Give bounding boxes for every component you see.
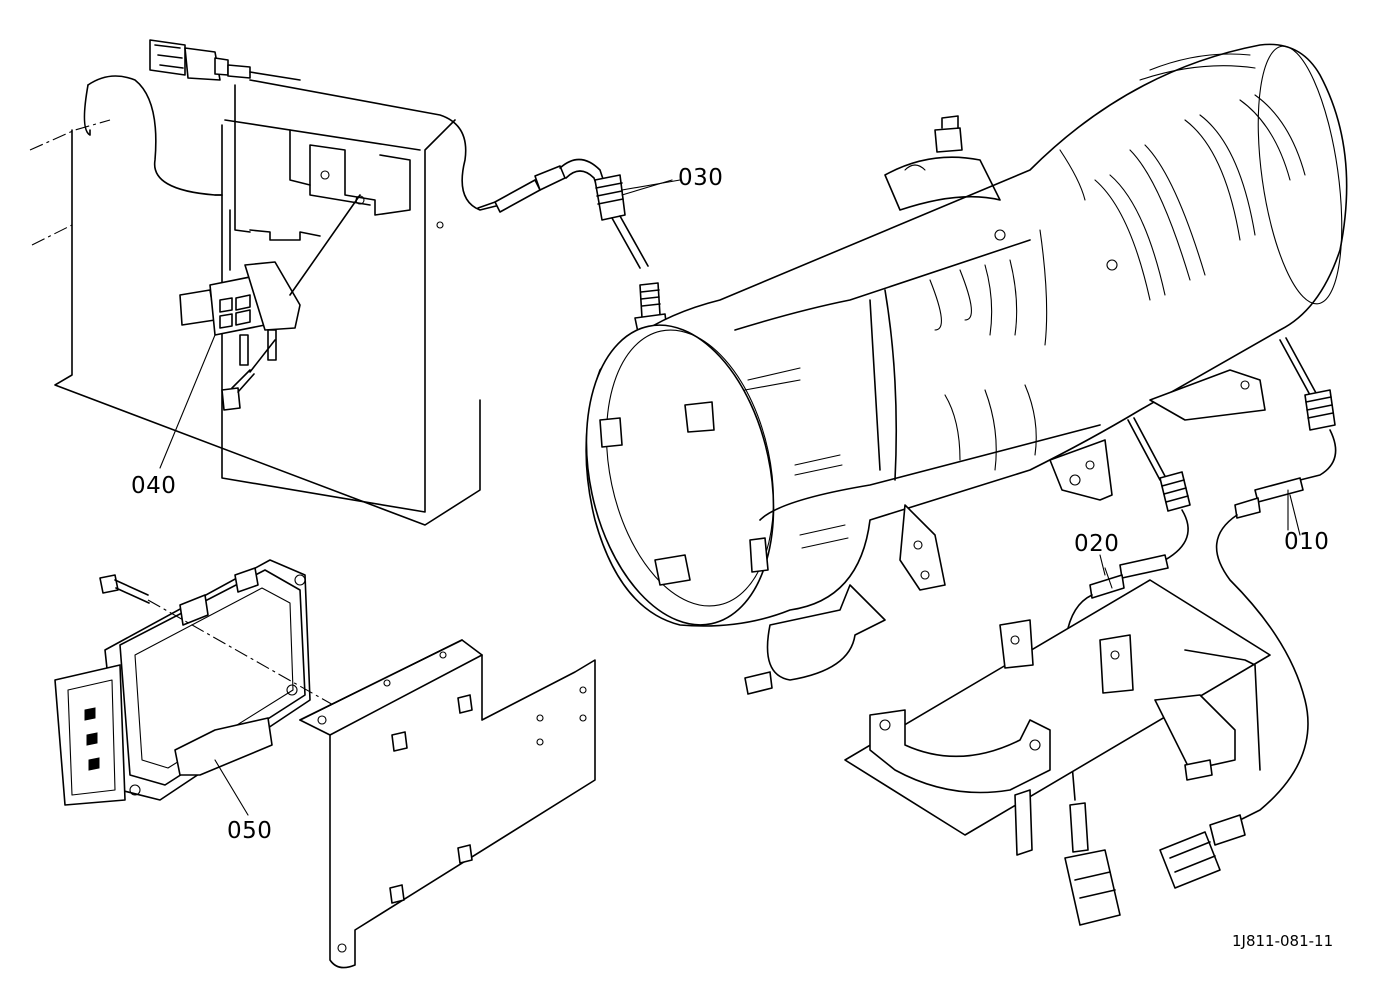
callout-label-020: 020 [1074, 531, 1120, 557]
controller-unit [54, 559, 311, 806]
sensor-mounting-bracket [844, 579, 1271, 856]
callout-label-040: 040 [131, 473, 177, 499]
leader-040 [159, 334, 216, 469]
temperature-sensor-010 [1215, 337, 1337, 826]
callout-label-010: 010 [1284, 529, 1330, 555]
controller-mounting-plate [299, 639, 596, 969]
leader-010 [1289, 494, 1301, 536]
leader-020 [1099, 554, 1106, 576]
leader-030 [621, 179, 673, 196]
drawing-code: 1J811-081-11 [1232, 932, 1334, 950]
exhaust-filter-assembly [585, 43, 1348, 695]
bolt-sensor [221, 339, 276, 411]
harness-connector-020 [1064, 802, 1121, 926]
callout-label-050: 050 [227, 818, 273, 844]
temperature-sensor-030 [477, 158, 681, 343]
wire-connector-top [149, 39, 301, 81]
callout-label-030: 030 [678, 165, 724, 191]
harness-connector-010 [1159, 814, 1246, 889]
pressure-sensor [179, 194, 361, 366]
leader-050 [214, 759, 249, 816]
mounting-panel-upper-left [29, 75, 501, 526]
